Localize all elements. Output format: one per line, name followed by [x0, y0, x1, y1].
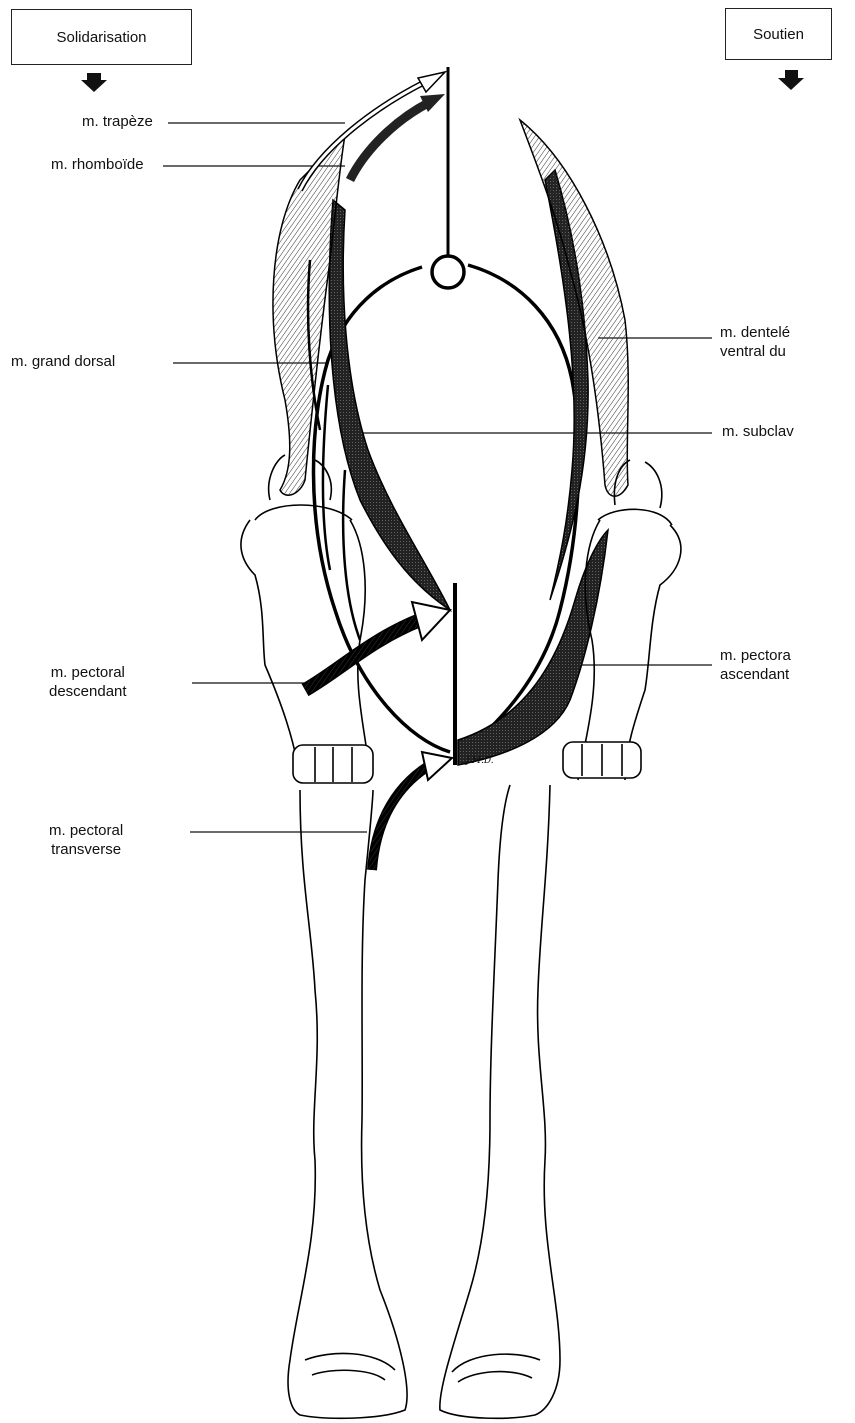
pectoral-descendant-arrow	[305, 602, 450, 690]
label-pectoral-transverse-line1: m. pectoral	[49, 821, 123, 840]
label-rhomboide: m. rhomboïde	[51, 155, 144, 174]
label-pectoral-descendant: m. pectoral descendant	[49, 663, 127, 701]
solidarisation-header-text: Solidarisation	[56, 30, 146, 45]
right-down-arrow-icon	[778, 70, 804, 90]
label-pectoral-transverse: m. pectoral transverse	[49, 821, 123, 859]
soutien-header: Soutien	[725, 8, 832, 60]
foreleg-left	[241, 455, 407, 1418]
solidarisation-header: Solidarisation	[11, 9, 192, 65]
muscle-pectoral-ascendant	[458, 530, 608, 765]
label-pectoral-ascendant: m. pectora ascendant	[720, 646, 791, 684]
pectoral-transverse-arrow	[372, 752, 452, 870]
muscle-dark-left	[329, 200, 450, 610]
label-subclavier: m. subclav	[722, 422, 794, 441]
label-pectoral-ascendant-line1: m. pectora	[720, 646, 791, 665]
label-grand-dorsal: m. grand dorsal	[11, 352, 115, 371]
left-down-arrow-icon	[81, 73, 107, 92]
artist-signature: J.M.D.	[466, 756, 494, 766]
label-trapeze: m. trapèze	[82, 112, 153, 131]
label-pectoral-descendant-line1: m. pectoral	[49, 663, 127, 682]
label-pectoral-ascendant-line2: ascendant	[720, 665, 791, 684]
rhomboide-arrow	[350, 94, 445, 180]
label-dentele-line2: ventral du	[720, 342, 790, 361]
label-dentele: m. dentelé ventral du	[720, 323, 790, 361]
spine-line	[432, 67, 464, 765]
leader-lines-right	[344, 338, 712, 665]
label-dentele-line1: m. dentelé	[720, 323, 790, 342]
label-pectoral-descendant-line2: descendant	[49, 682, 127, 701]
soutien-header-text: Soutien	[753, 27, 804, 42]
label-pectoral-transverse-line2: transverse	[49, 840, 123, 859]
